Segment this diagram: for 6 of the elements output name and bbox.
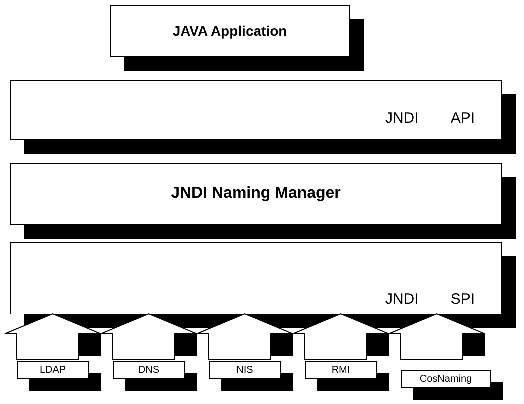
layer-label: JNDI [385, 110, 419, 126]
layer-label: JAVA Application [172, 23, 288, 39]
layer-label: SPI [450, 291, 475, 308]
layer-label: API [450, 110, 475, 126]
layer-label: JNDI [385, 291, 419, 308]
layer-label: JNDI Naming Manager [171, 185, 341, 203]
